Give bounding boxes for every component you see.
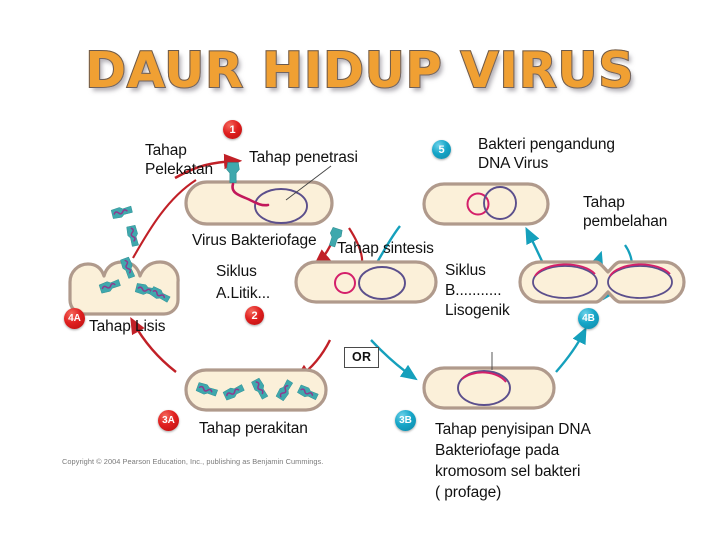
bacterium-lysing [68, 203, 180, 316]
label-tahap-sintesis: Tahap sintesis [337, 240, 434, 257]
bacterium-synthesis [294, 260, 438, 304]
arrow-attachment [174, 153, 243, 180]
step-badge-2: 2 [245, 306, 264, 325]
step-badge-5: 5 [432, 140, 451, 159]
bacteria-dividing [518, 260, 686, 304]
label-tahap-pembelahan: Tahap pembelahan [583, 194, 668, 230]
arrow-assembly-to-lysis [130, 316, 177, 373]
label-siklus-litik: Siklus A.Litik... [216, 263, 271, 302]
step-badge-4a: 4A [64, 308, 85, 329]
label-siklus-lisogenik: Siklus B........... Lisogenik [445, 262, 510, 319]
bacterium-assembly [184, 368, 328, 412]
label-tahap-penyisipan: Tahap penyisipan DNA Bakteriofage pada k… [435, 421, 591, 501]
bacterium-with-viral-dna [422, 182, 550, 226]
step-badge-3a: 3A [158, 410, 179, 431]
or-label: OR [344, 347, 380, 368]
step-badge-1: 1 [223, 120, 242, 139]
label-bakteri-pengandung-dna: Bakteri pengandung DNA Virus [478, 136, 615, 172]
bacterium-prophage [422, 352, 556, 410]
step-badge-4b: 4B [578, 308, 599, 329]
label-tahap-penetrasi: Tahap penetrasi [249, 149, 358, 166]
page-title: DAUR HIDUP VIRUS [0, 41, 720, 100]
copyright-notice: Copyright © 2004 Pearson Education, Inc.… [62, 457, 324, 466]
label-virus-bakteriofage: Virus Bakteriofage [192, 232, 317, 249]
arrow-synthesis-to-prophage [370, 339, 418, 381]
step-badge-3b: 3B [395, 410, 416, 431]
arrow-lysis-to-attachment [132, 179, 197, 259]
bacterium-being-infected [184, 162, 334, 226]
label-tahap-lisis: Tahap Lisis [89, 318, 166, 335]
arrow-prophage-to-division [555, 326, 587, 373]
label-tahap-perakitan: Tahap perakitan [199, 420, 308, 437]
label-tahap-pelekatan: Tahap Pelekatan [145, 142, 214, 178]
